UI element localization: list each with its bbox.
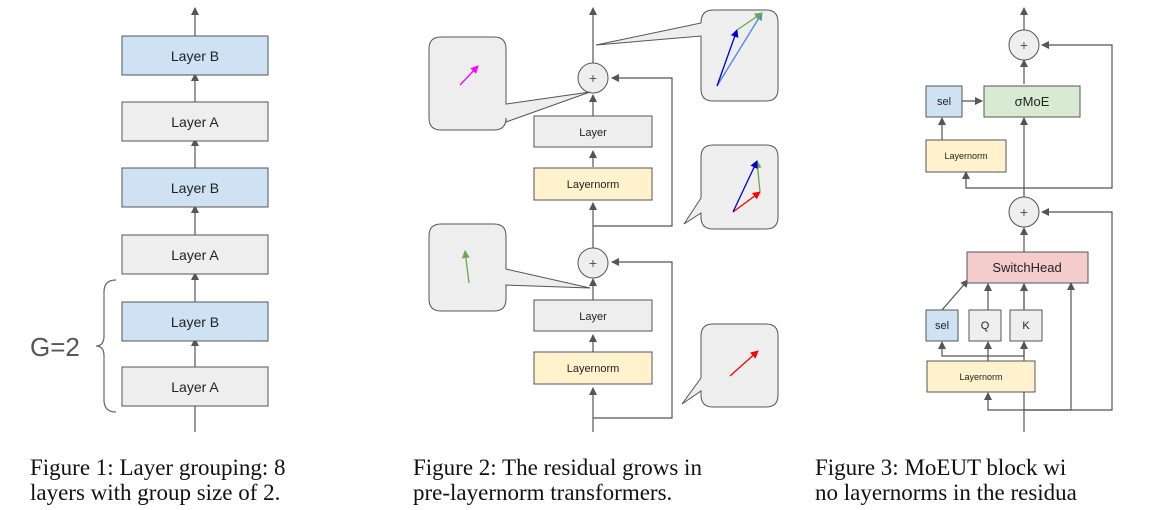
- caption-line: Figure 3: MoEUT block wi: [815, 455, 1067, 480]
- caption-line: no layernorms in the residua: [815, 480, 1077, 505]
- figure2-vectors: [459, 12, 763, 377]
- residual-callout-middle-right: [683, 144, 779, 230]
- layer-label: Layer B: [171, 314, 219, 330]
- group-size-label: G=2: [30, 332, 80, 362]
- layer-box: [121, 234, 269, 275]
- moe-box: [983, 85, 1081, 118]
- layernorm-box: [926, 360, 1036, 393]
- figure2-blocks: [533, 62, 653, 385]
- layer-label: Layer B: [171, 48, 219, 64]
- residual-callout-top-left: [428, 36, 591, 131]
- figure1-caption: Figure 1: Layer grouping: 8 layers with …: [30, 455, 370, 505]
- add-node: [577, 62, 609, 94]
- sel-label: sel: [937, 96, 951, 108]
- layer-box: [121, 101, 269, 142]
- q-box: [968, 309, 1002, 342]
- sel-box: [925, 85, 963, 118]
- add-node-symbol: +: [589, 255, 597, 271]
- add-node-symbol: +: [589, 70, 597, 86]
- residual-callout-bottom-right: [681, 323, 779, 408]
- layernorm-box: [533, 167, 653, 201]
- caption-line: layers with group size of 2.: [30, 480, 281, 505]
- layernorm-label: Layernorm: [567, 179, 620, 191]
- moe-label: σMoE: [1015, 94, 1050, 109]
- layernorm-label: Layernorm: [944, 151, 987, 161]
- add-node-symbol: +: [1020, 204, 1028, 220]
- residual-vector-green-sum: [736, 12, 763, 31]
- figure3-caption: Figure 3: MoEUT block wi no layernorms i…: [815, 455, 1173, 505]
- caption-line: Figure 1: Layer grouping: 8: [30, 455, 286, 480]
- residual-vector-green-lower: [461, 250, 470, 284]
- layer-box: [121, 366, 269, 407]
- k-box: [1009, 309, 1043, 342]
- layernorm-box: [533, 351, 653, 385]
- residual-vector-blue: [716, 29, 739, 87]
- figure3-blocks: [925, 29, 1089, 393]
- figure1-layer-stack: [121, 35, 269, 407]
- residual-vector-blue-sum: [732, 160, 758, 213]
- layer-box: [121, 301, 269, 342]
- figure2-connections: [589, 7, 673, 432]
- figure2-caption: Figure 2: The residual grows in pre-laye…: [413, 455, 793, 505]
- switchhead-label: SwitchHead: [992, 260, 1061, 275]
- residual-callout-top-right: [595, 9, 779, 102]
- add-node: [1008, 196, 1040, 228]
- layer-box: [533, 115, 653, 148]
- layer-box: [121, 35, 269, 76]
- add-node: [1008, 29, 1040, 61]
- layer-label: Layer: [579, 127, 607, 139]
- layer-label: Layer: [579, 311, 607, 323]
- sel-box: [925, 309, 959, 342]
- caption-line: Figure 2: The residual grows in: [413, 455, 702, 480]
- layer-label: Layer B: [171, 180, 219, 196]
- layer-label: Layer A: [171, 114, 219, 130]
- q-label: Q: [981, 320, 990, 332]
- residual-vector-red: [732, 191, 761, 213]
- layer-box: [533, 299, 653, 332]
- residual-callout-lower-left: [428, 223, 591, 312]
- layer-label: Layer A: [171, 247, 219, 263]
- residual-vector-lightblue: [716, 12, 763, 87]
- residual-vector-magenta: [459, 65, 479, 86]
- switchhead-box: [966, 251, 1089, 284]
- residual-vector-red-lower: [729, 350, 759, 377]
- add-node-symbol: +: [1020, 37, 1028, 53]
- layernorm-box: [925, 139, 1007, 173]
- add-node: [577, 247, 609, 279]
- layernorm-label: Layernorm: [959, 372, 1002, 382]
- caption-line: pre-layernorm transformers.: [413, 480, 673, 505]
- layernorm-label: Layernorm: [567, 363, 620, 375]
- sel-label: sel: [935, 320, 949, 332]
- layer-label: Layer A: [171, 379, 219, 395]
- layer-box: [121, 167, 269, 208]
- k-label: K: [1022, 320, 1030, 332]
